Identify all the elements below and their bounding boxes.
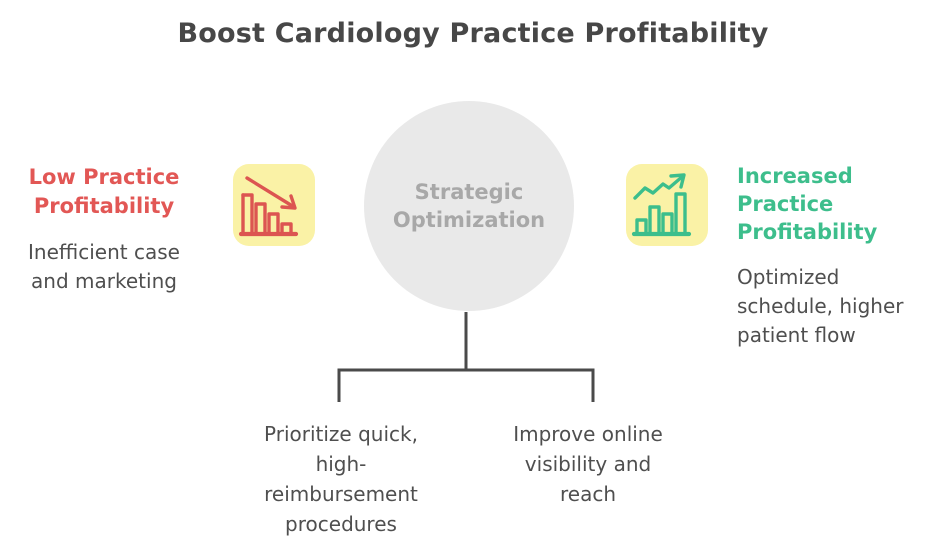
branch-1-line: Prioritize quick, — [264, 422, 418, 446]
hub-label: Strategic Optimization — [393, 178, 545, 234]
outcome-description-line: schedule, higher — [737, 294, 904, 318]
problem-block: Low Practice Profitability Inefficient c… — [4, 163, 204, 296]
strategic-optimization-hub: Strategic Optimization — [364, 101, 574, 311]
outcome-description: Optimized schedule, higher patient flow — [737, 263, 946, 350]
problem-description: Inefficient case and marketing — [4, 238, 204, 296]
outcome-description-line: patient flow — [737, 323, 856, 347]
problem-heading-line: Profitability — [33, 194, 175, 218]
branch-2-line: Improve online — [513, 422, 663, 446]
outcome-heading-line: Profitability — [737, 220, 878, 244]
problem-description-line: Inefficient case — [28, 240, 180, 264]
rising-bar-chart-icon — [626, 164, 708, 246]
problem-description-line: and marketing — [31, 269, 177, 293]
outcome-description-line: Optimized — [737, 265, 840, 289]
outcome-heading: Increased Practice Profitability — [737, 162, 946, 246]
branch-2-line: visibility and — [524, 452, 652, 476]
branch-1-line: procedures — [285, 512, 397, 536]
branch-2-line: reach — [559, 482, 616, 506]
hub-label-line: Optimization — [392, 208, 546, 232]
problem-heading: Low Practice Profitability — [4, 163, 204, 221]
rising-bar-chart-glyph — [631, 173, 692, 237]
branch-1-line: reimbursement — [264, 482, 418, 506]
declining-bar-chart-glyph — [238, 176, 299, 237]
outcome-heading-line: Increased — [737, 164, 853, 188]
branch-1-line: high- — [315, 452, 367, 476]
declining-bar-chart-icon — [233, 164, 315, 246]
page-title: Boost Cardiology Practice Profitability — [177, 18, 769, 49]
outcome-block: Increased Practice Profitability Optimiz… — [737, 162, 946, 350]
outcome-heading-line: Practice — [737, 192, 834, 216]
branch-label-1: Prioritize quick, high- reimbursement pr… — [235, 419, 447, 539]
hub-label-line: Strategic — [414, 180, 524, 204]
branch-label-2: Improve online visibility and reach — [482, 419, 694, 509]
problem-heading-line: Low Practice — [28, 165, 180, 189]
branch-connector-lines — [337, 312, 595, 402]
